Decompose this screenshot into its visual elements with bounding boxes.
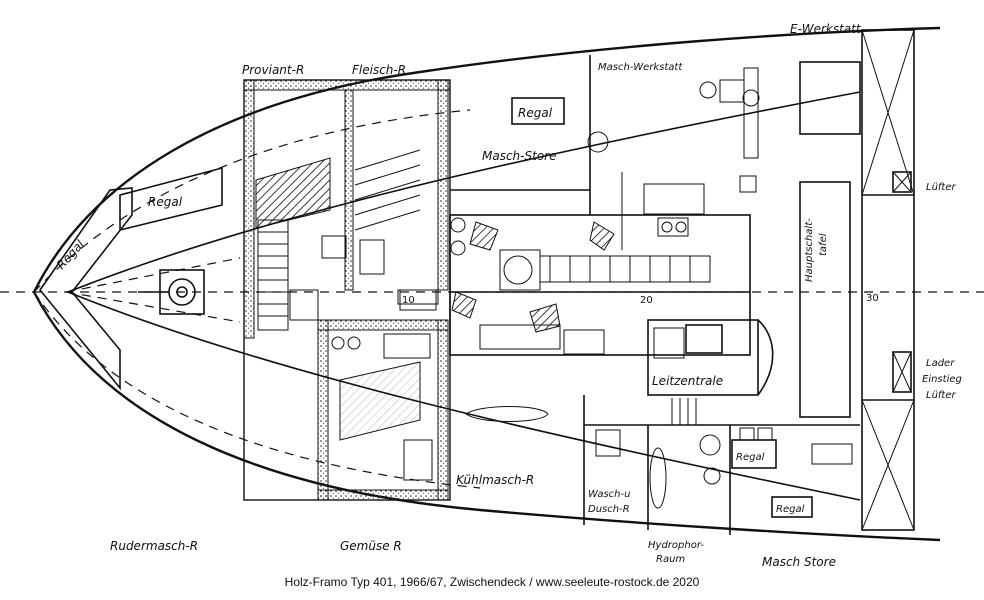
aft-bulkhead xyxy=(861,29,915,531)
label-wasch: Wasch-u xyxy=(588,489,630,500)
label-einstieg: Einstieg xyxy=(922,374,962,385)
label-hydrophor-1: Hydrophor- xyxy=(648,540,704,551)
label-hydrophor-2: Raum xyxy=(656,554,685,565)
label-rudermasch: Rudermasch-R xyxy=(110,539,198,553)
label-lader: Lader xyxy=(926,358,955,369)
steering-gear-symbol xyxy=(138,269,205,315)
lower-compartments xyxy=(465,395,860,535)
label-proviant: Proviant-R xyxy=(242,63,304,77)
label-regal-top: Regal xyxy=(518,106,553,120)
control-room xyxy=(647,319,774,425)
hull-outline xyxy=(0,26,984,542)
label-regal-low-1: Regal xyxy=(736,452,765,463)
label-leitzentrale: Leitzentrale xyxy=(652,374,723,388)
bow-regal-shelves xyxy=(38,166,223,391)
label-masch-store-top: Masch-Store xyxy=(482,149,556,163)
deck-plan-drawing: E-Werkstatt Proviant-R Fleisch-R Masch-W… xyxy=(0,22,984,569)
label-dusch: Dusch-R xyxy=(588,504,630,515)
machine-workshop xyxy=(450,55,861,418)
label-regal-low-2: Regal xyxy=(776,504,805,515)
label-hauptschalttafel-1: Hauptschalt- xyxy=(804,218,815,282)
figure-caption: Holz-Framo Typ 401, 1966/67, Zwischendec… xyxy=(284,575,700,589)
provision-rooms xyxy=(243,79,451,501)
label-fleisch: Fleisch-R xyxy=(352,63,406,77)
label-masch-werkstatt: Masch-Werkstatt xyxy=(598,62,683,73)
label-e-werkstatt: E-Werkstatt xyxy=(790,22,862,36)
label-regal-bow-upper: Regal xyxy=(148,195,183,209)
frame-number-30: 30 xyxy=(866,293,879,304)
frame-number-20: 20 xyxy=(640,295,653,306)
label-hauptschalttafel-2: tafel xyxy=(818,233,829,256)
engine-room xyxy=(397,214,751,356)
frame-number-10: 10 xyxy=(402,295,415,306)
room-labels: E-Werkstatt Proviant-R Fleisch-R Masch-W… xyxy=(54,22,962,569)
label-luefter-2: Lüfter xyxy=(926,390,957,401)
label-luefter: Lüfter xyxy=(926,182,957,193)
label-kuehlmasch: Kühlmasch-R xyxy=(456,473,534,487)
label-gemuese: Gemüse R xyxy=(340,539,402,553)
label-masch-store-bottom: Masch Store xyxy=(762,555,836,569)
label-regal-bow-left: Regal xyxy=(54,237,88,272)
stairs xyxy=(257,219,289,331)
